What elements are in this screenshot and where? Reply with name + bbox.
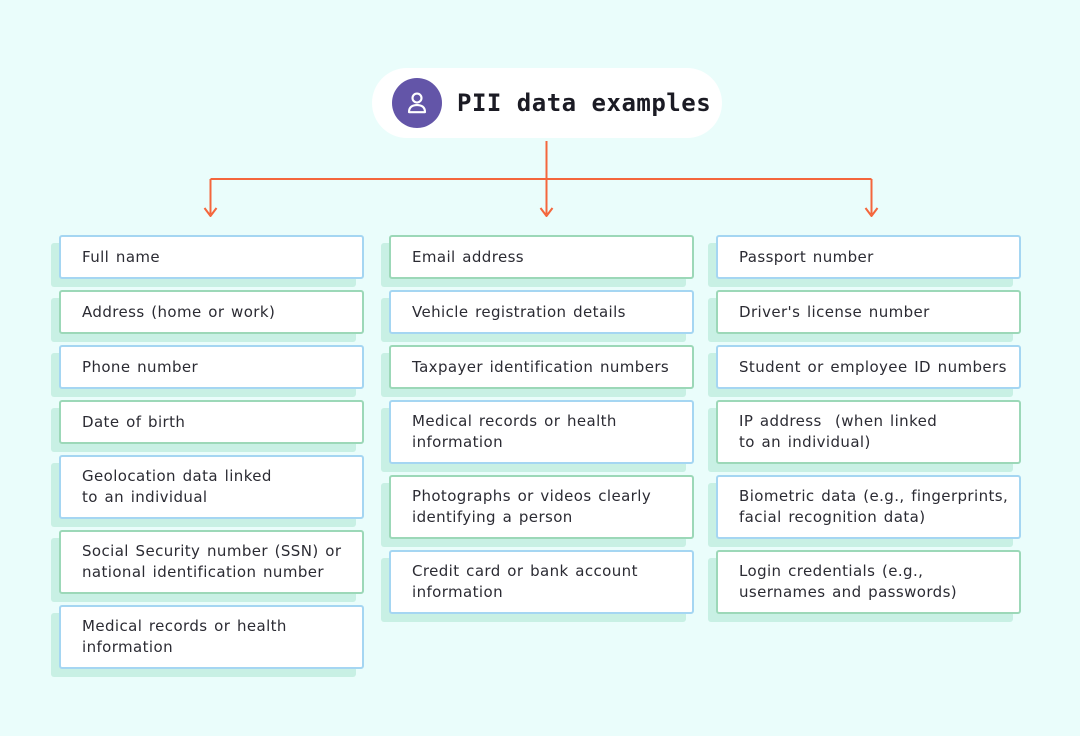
arrowhead-center	[539, 207, 554, 217]
diagram-title: PII data examples	[457, 89, 712, 117]
pii-item-label: Taxpayer identification numbers	[412, 357, 670, 376]
pii-item-box: Social Security number (SSN) or national…	[59, 530, 364, 594]
pii-item-box: Full name	[59, 235, 364, 279]
pii-item-label: Photographs or videos clearly identifyin…	[412, 487, 652, 526]
pii-column-2: Email address Vehicle registration detai…	[389, 235, 694, 625]
pii-item-box: Date of birth	[59, 400, 364, 444]
pii-item-label: IP address (when linked to an individual…	[739, 412, 938, 451]
pii-item-label: Passport number	[739, 247, 874, 266]
person-icon	[392, 78, 442, 128]
arrowhead-left	[203, 207, 218, 217]
pii-item-box: Credit card or bank account information	[389, 550, 694, 614]
pii-item-label: Login credentials (e.g., usernames and p…	[739, 562, 958, 601]
pii-item-box: Biometric data (e.g., fingerprints, faci…	[716, 475, 1021, 539]
pii-item-label: Driver's license number	[739, 302, 930, 321]
pii-item-box: Login credentials (e.g., usernames and p…	[716, 550, 1021, 614]
pii-item-label: Student or employee ID numbers	[739, 357, 1007, 376]
pii-item-label: Medical records or health information	[82, 617, 287, 656]
pii-item-box: Medical records or health information	[389, 400, 694, 464]
pii-item-box: Vehicle registration details	[389, 290, 694, 334]
pii-item-label: Geolocation data linked to an individual	[82, 467, 272, 506]
pii-item-box: Student or employee ID numbers	[716, 345, 1021, 389]
title-badge: PII data examples	[372, 68, 722, 138]
pii-item-box: Passport number	[716, 235, 1021, 279]
pii-item-box: Photographs or videos clearly identifyin…	[389, 475, 694, 539]
pii-item-label: Social Security number (SSN) or national…	[82, 542, 342, 581]
pii-item-label: Medical records or health information	[412, 412, 617, 451]
pii-column-1: Full name Address (home or work) Phone n…	[59, 235, 364, 680]
pii-item-label: Email address	[412, 247, 525, 266]
pii-item-box: Geolocation data linked to an individual	[59, 455, 364, 519]
pii-item-box: Address (home or work)	[59, 290, 364, 334]
pii-item-label: Phone number	[82, 357, 199, 376]
pii-column-3: Passport number Driver's license number …	[716, 235, 1021, 625]
pii-item-label: Biometric data (e.g., fingerprints, faci…	[739, 487, 1009, 526]
pii-item-box: Email address	[389, 235, 694, 279]
pii-item-label: Date of birth	[82, 412, 186, 431]
pii-item-box: Driver's license number	[716, 290, 1021, 334]
pii-item-box: Taxpayer identification numbers	[389, 345, 694, 389]
pii-item-box: IP address (when linked to an individual…	[716, 400, 1021, 464]
pii-item-label: Vehicle registration details	[412, 302, 626, 321]
pii-item-box: Medical records or health information	[59, 605, 364, 669]
pii-item-label: Address (home or work)	[82, 302, 276, 321]
pii-item-box: Phone number	[59, 345, 364, 389]
arrowhead-right	[864, 207, 879, 217]
pii-item-label: Full name	[82, 247, 161, 266]
pii-item-label: Credit card or bank account information	[412, 562, 638, 601]
